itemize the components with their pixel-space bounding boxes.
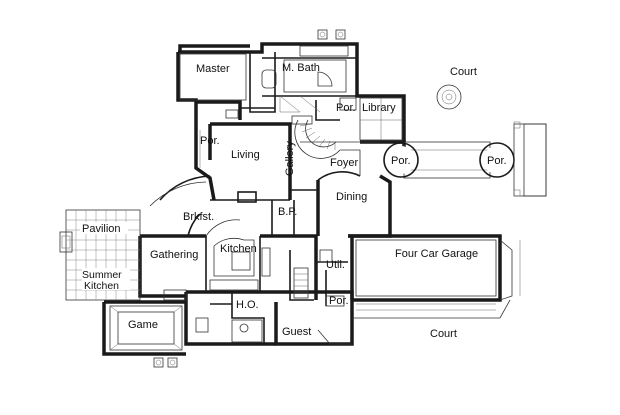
label-brkfst: Brkfst. [183, 211, 214, 223]
south-bath [195, 317, 263, 343]
foyer-curves [300, 141, 380, 181]
exterior-walls [102, 42, 502, 356]
breakfast-arc [149, 175, 241, 237]
label-bp: B.P. [278, 206, 297, 218]
label-por-right: Por. [487, 155, 507, 167]
service-stairs [293, 249, 333, 299]
label-living: Living [231, 149, 260, 161]
label-por-top: Por. [336, 102, 356, 114]
living-details [199, 109, 257, 203]
label-gallery: Gallery [284, 141, 296, 176]
label-pavilion: Pavilion [82, 223, 121, 235]
label-m-bath: M. Bath [282, 62, 320, 74]
label-summer-kitchen-line2: Kitchen [84, 280, 119, 292]
summer-kitchen-counter [163, 289, 187, 301]
label-por-center: Por. [391, 155, 411, 167]
site-lines [352, 240, 521, 319]
label-guest: Guest [282, 326, 311, 338]
label-por-bottom: Por. [329, 295, 349, 307]
label-summer-kitchen: Summer Kitchen [82, 269, 125, 292]
label-por-left: Por. [200, 135, 220, 147]
center-porch [383, 121, 547, 197]
site-markers [153, 29, 346, 368]
label-util: Util. [326, 259, 345, 271]
label-court-bottom: Court [430, 328, 457, 340]
label-master: Master [196, 63, 230, 75]
kitchen-island [209, 237, 271, 291]
label-foyer: Foyer [330, 157, 358, 169]
label-game: Game [128, 319, 158, 331]
room-labels: Master M. Bath Court Por. Library Por. L… [82, 62, 507, 340]
label-kitchen: Kitchen [220, 243, 257, 255]
pavilion [59, 209, 141, 301]
court-fountain [436, 84, 462, 110]
label-four-car-garage: Four Car Garage [395, 248, 478, 260]
curved-stair [291, 115, 341, 159]
label-dining: Dining [336, 191, 367, 203]
label-court-top: Court [450, 66, 477, 78]
label-summer-kitchen-text: Summer [82, 269, 122, 281]
label-library: Library [362, 102, 396, 114]
label-gathering: Gathering [150, 249, 198, 261]
interior-walls [205, 52, 357, 344]
garage-details [355, 239, 513, 311]
game-room [109, 305, 183, 351]
guest-bay [317, 295, 352, 345]
label-ho: H.O. [236, 299, 259, 311]
master-bath-details [179, 45, 357, 113]
library-details [359, 97, 403, 141]
